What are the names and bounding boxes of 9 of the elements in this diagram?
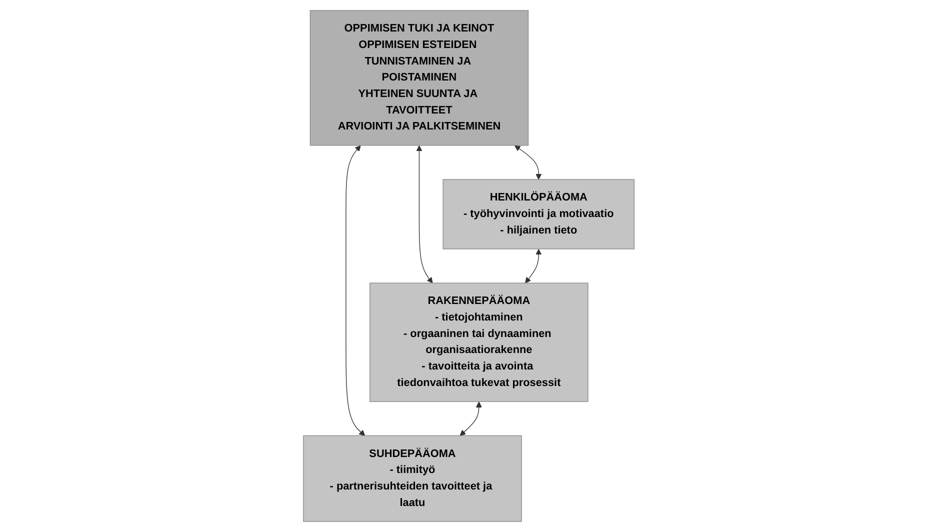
arrow [345,145,365,436]
arrow [514,145,542,180]
node-box: OPPIMISEN TUKI JA KEINOT OPPIMISEN ESTEIDEN TUNNISTAMINEN JA POISTAMINEN YHTEINEN SUUNTA JA TAVOITTEET ARVIOINTI JA PALKITSEMINEN [310,10,528,146]
node-box: HENKILÖPÄÄOMA - työhyvinvointi ja motivaatio - hiljainen tieto [442,179,634,250]
node-box: SUHDEPÄÄOMA - tiimityö - partnerisuhteiden tavoitteet ja laatu [302,435,522,522]
arrow [416,145,432,284]
node-box: RAKENNEPÄÄOMA - tietojohtaminen - orgaaninen tai dynaaminen organisaatiorakenne - tavoitteita ja avointa tiedonvaihtoa tukevat prosessit [369,282,588,402]
arrow [524,248,542,284]
arrow [459,402,482,436]
